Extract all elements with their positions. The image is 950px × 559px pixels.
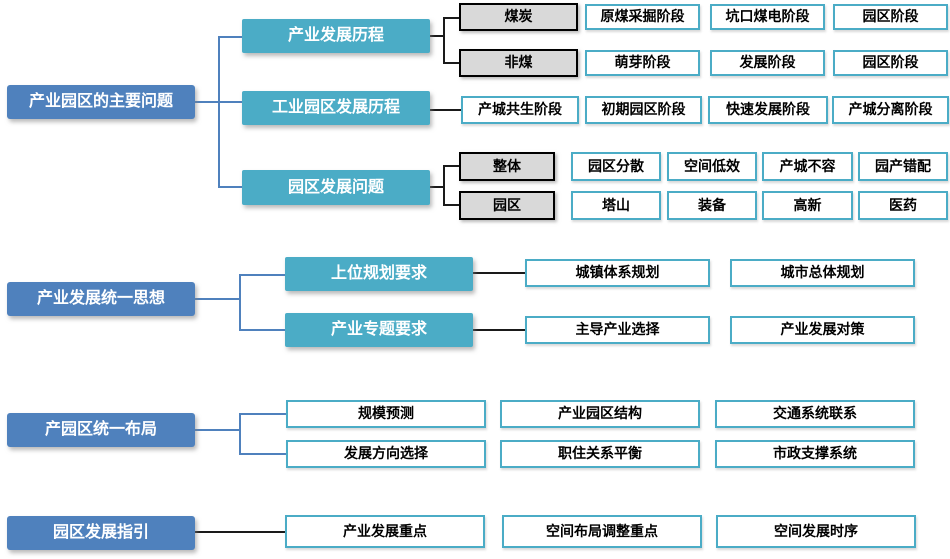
connector-line [443,17,445,64]
branch-upper-planning: 上位规划要求 [285,257,473,291]
leaf-box: 产业园区结构 [500,400,700,428]
connector-line [218,186,242,188]
connector-line [239,329,285,331]
leaf-box: 主导产业选择 [525,316,710,344]
branch-park-issues: 园区发展问题 [242,170,430,205]
connector-line [195,429,240,431]
connector-line [195,531,285,533]
connector-line [195,298,240,300]
connector-line [443,62,460,64]
leaf-box: 发展方向选择 [286,440,486,468]
leaf-box: 坑口煤电阶段 [710,4,825,30]
connector-line [239,274,285,276]
connector-line [239,274,241,330]
leaf-box: 空间发展时序 [716,515,916,548]
leaf-box: 装备 [667,191,757,220]
leaf-box: 园区阶段 [833,4,948,30]
category-coal: 煤炭 [459,3,578,31]
leaf-box: 交通系统联系 [715,400,915,428]
leaf-box: 发展阶段 [710,50,825,76]
category-noncoal: 非煤 [459,49,578,77]
branch-industry-history: 产业发展历程 [242,19,430,53]
connector-line [239,453,286,455]
connector-line [443,165,460,167]
leaf-box: 园区分散 [571,152,661,181]
connector-line [443,165,445,206]
connector-line [430,109,461,111]
category-parks: 园区 [459,191,555,220]
leaf-box: 原煤采掘阶段 [585,4,700,30]
leaf-box: 初期园区阶段 [585,96,702,124]
connector-line [430,186,444,188]
root-development-guide: 园区发展指引 [7,516,195,550]
connector-line [239,413,286,415]
root-main-problems: 产业园区的主要问题 [7,85,195,119]
leaf-box: 园产错配 [858,152,948,181]
leaf-box: 产业发展对策 [730,316,915,344]
root-unified-thinking: 产业发展统一思想 [7,282,195,316]
branch-industrial-park-history: 工业园区发展历程 [242,91,430,125]
leaf-box: 塔山 [571,191,661,220]
connector-line [218,36,242,38]
root-unified-layout: 产园区统一布局 [7,413,195,447]
leaf-box: 城市总体规划 [730,259,915,287]
leaf-box: 空间布局调整重点 [502,515,702,548]
leaf-box: 医药 [858,191,948,220]
connector-line [239,413,241,454]
connector-line [443,204,460,206]
leaf-box: 职住关系平衡 [500,440,700,468]
branch-industry-thematic: 产业专题要求 [285,313,473,347]
connector-line [473,272,525,274]
leaf-box: 空间低效 [667,152,757,181]
connector-line [218,36,220,187]
connector-line [473,329,525,331]
leaf-box: 园区阶段 [833,50,948,76]
category-overall: 整体 [459,152,555,181]
leaf-box: 快速发展阶段 [708,96,828,124]
leaf-box: 产城分离阶段 [832,96,949,124]
leaf-box: 城镇体系规划 [525,259,710,287]
connector-line [430,35,444,37]
leaf-box: 产城共生阶段 [461,96,579,124]
leaf-box: 规模预测 [286,400,486,428]
connector-line [443,17,460,19]
leaf-box: 萌芽阶段 [585,50,700,76]
leaf-box: 产业发展重点 [285,515,485,548]
leaf-box: 产城不容 [762,152,853,181]
leaf-box: 市政支撑系统 [715,440,915,468]
leaf-box: 高新 [762,191,853,220]
